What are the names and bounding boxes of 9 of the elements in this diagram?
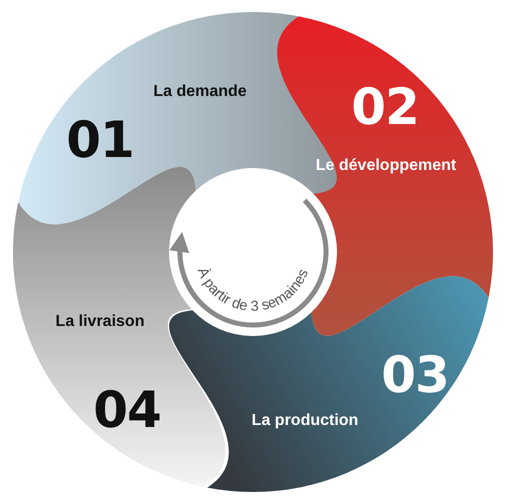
- step-title: La livraison: [56, 313, 144, 331]
- ring-segment: [18, 12, 338, 224]
- step-title: La demande: [153, 83, 247, 101]
- step-number: 04: [93, 385, 161, 435]
- step-number: 03: [381, 350, 449, 400]
- step-number: 01: [66, 115, 134, 165]
- step-number: 02: [351, 82, 419, 132]
- step-title: La production: [252, 412, 358, 430]
- step-title: Le développement: [316, 157, 456, 175]
